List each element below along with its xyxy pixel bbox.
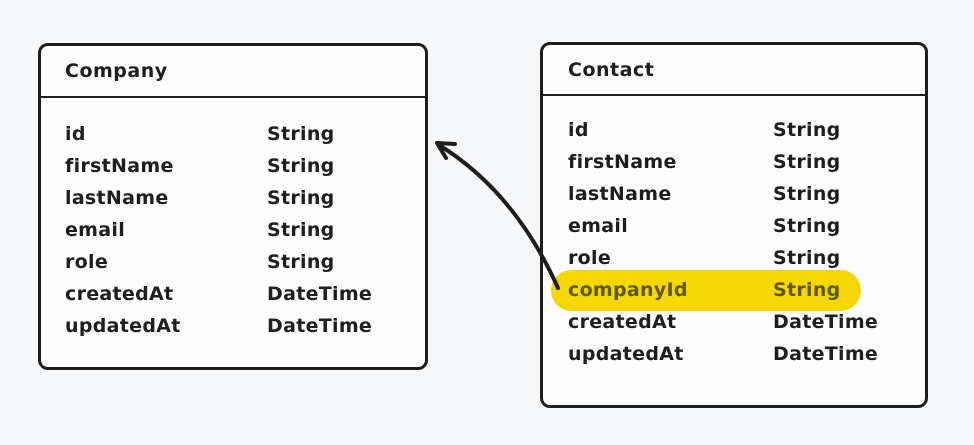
field-row: role String	[41, 246, 425, 278]
field-row: createdAt DateTime	[543, 306, 925, 338]
field-row: updatedAt DateTime	[41, 310, 425, 342]
entity-company-fields: id String firstName String lastName Stri…	[41, 98, 425, 342]
field-name: id	[65, 123, 86, 145]
field-name: createdAt	[65, 283, 174, 305]
field-type: String	[267, 251, 335, 273]
field-type: String	[267, 219, 335, 241]
field-type: DateTime	[773, 343, 879, 365]
field-type: String	[267, 123, 335, 145]
field-name: lastName	[65, 187, 169, 209]
entity-company: Company id String firstName String lastN…	[38, 43, 428, 370]
field-type: DateTime	[267, 315, 373, 337]
field-type: DateTime	[773, 311, 879, 333]
relation-arrow-head	[435, 141, 457, 160]
entity-company-header: Company	[41, 46, 425, 98]
field-row: role String	[543, 242, 925, 274]
field-type: String	[267, 187, 335, 209]
field-type: DateTime	[267, 283, 373, 305]
field-type: String	[773, 215, 841, 237]
field-row: lastName String	[41, 182, 425, 214]
field-name: updatedAt	[568, 343, 684, 365]
entity-company-title: Company	[65, 60, 168, 82]
entity-contact: Contact id String firstName String lastN…	[540, 42, 928, 408]
field-type: String	[267, 155, 335, 177]
entity-contact-header: Contact	[543, 45, 925, 96]
field-type: String	[773, 119, 841, 141]
field-row: lastName String	[543, 178, 925, 210]
field-row: email String	[543, 210, 925, 242]
field-name: email	[65, 219, 126, 241]
entity-contact-title: Contact	[568, 58, 655, 81]
field-name: updatedAt	[65, 315, 181, 337]
field-name: role	[568, 247, 612, 269]
entity-contact-fields: id String firstName String lastName Stri…	[543, 96, 925, 370]
field-name: firstName	[65, 155, 174, 177]
field-row: createdAt DateTime	[41, 278, 425, 310]
field-row: updatedAt DateTime	[543, 338, 925, 370]
field-type: String	[773, 151, 841, 173]
field-row: firstName String	[41, 150, 425, 182]
field-type: String	[773, 279, 841, 301]
field-name: firstName	[568, 151, 677, 173]
field-name: role	[65, 251, 109, 273]
field-name: lastName	[568, 183, 672, 205]
field-row-companyid-highlighted: companyId String	[543, 269, 925, 311]
field-name: createdAt	[568, 311, 677, 333]
field-name: companyId	[568, 279, 688, 301]
field-row: email String	[41, 214, 425, 246]
field-type: String	[773, 247, 841, 269]
field-name: email	[568, 215, 629, 237]
field-name: id	[568, 119, 589, 141]
field-row: id String	[543, 114, 925, 146]
field-row: id String	[41, 118, 425, 150]
field-row: firstName String	[543, 146, 925, 178]
field-type: String	[773, 183, 841, 205]
